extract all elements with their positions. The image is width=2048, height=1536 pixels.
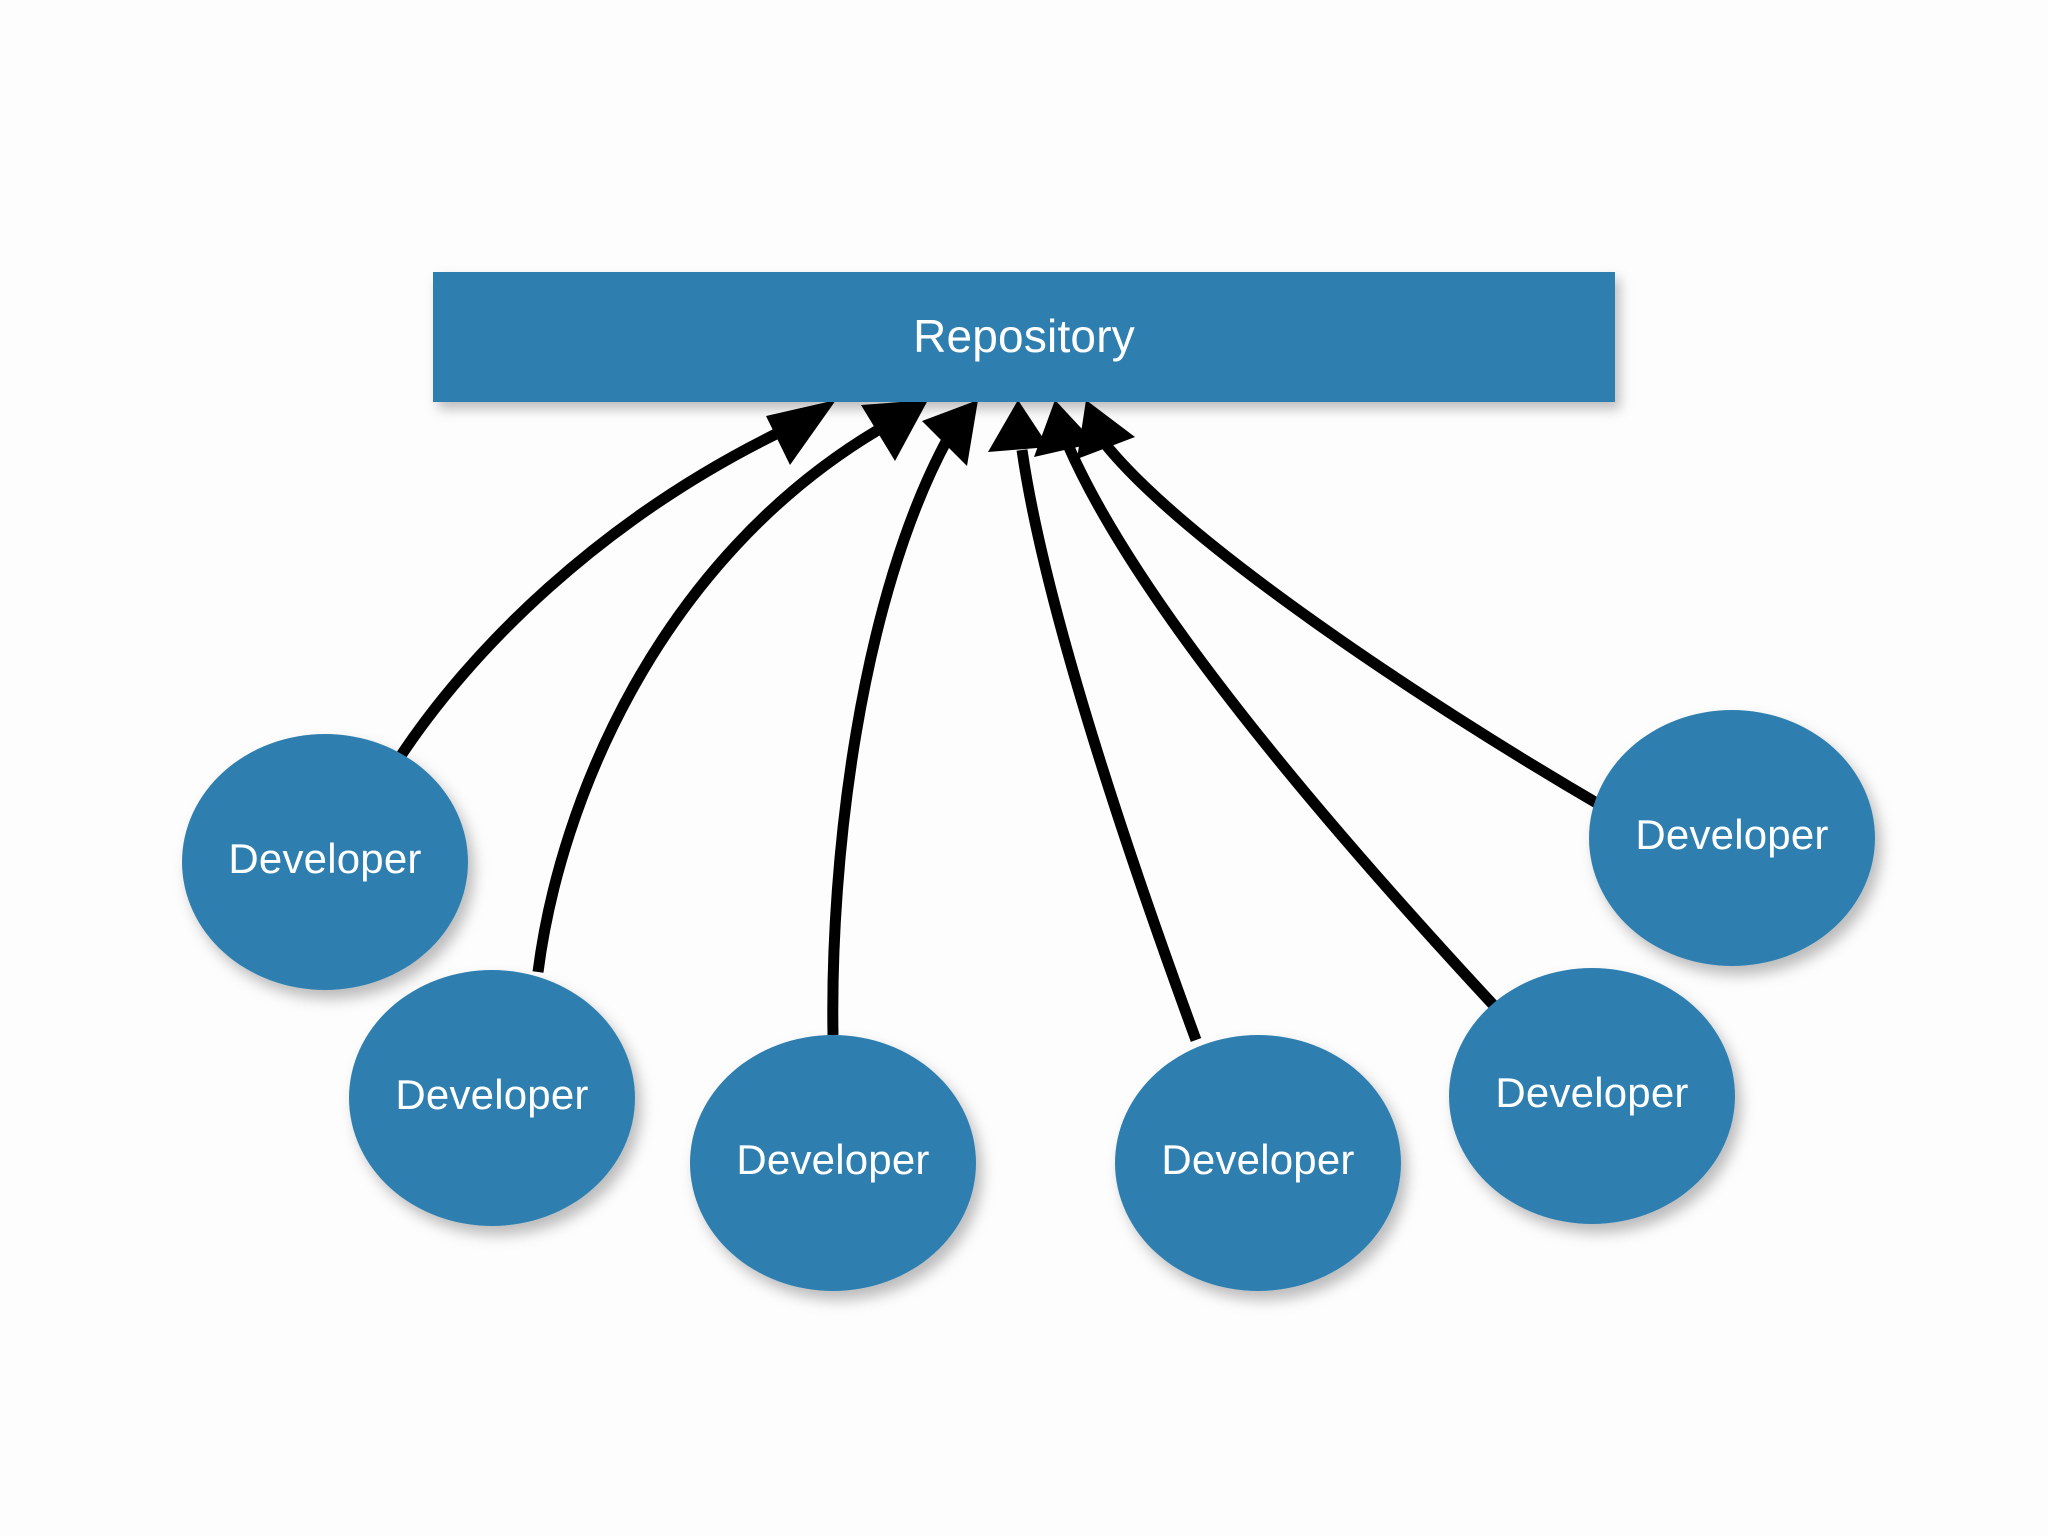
edge-curve xyxy=(1016,449,1202,1042)
arrowhead-icon xyxy=(988,400,1049,452)
developer-node-6[interactable]: Developer xyxy=(1589,710,1875,966)
developer-ellipse[interactable] xyxy=(690,1035,976,1291)
edge-developer-1-to-repository xyxy=(393,400,836,764)
developer-node-5[interactable]: Developer xyxy=(1449,968,1735,1224)
arrowhead-icon xyxy=(922,400,978,466)
developer-label: Developer xyxy=(1495,1069,1688,1116)
arrowhead-icon xyxy=(1077,400,1135,459)
developer-node-2[interactable]: Developer xyxy=(349,970,635,1226)
developer-label: Developer xyxy=(228,835,421,882)
repository-label: Repository xyxy=(913,310,1135,362)
developer-ellipse[interactable] xyxy=(182,734,468,990)
developer-ellipse[interactable] xyxy=(1589,710,1875,966)
arrowhead-icon xyxy=(766,400,836,465)
arrowhead-icon xyxy=(861,400,928,461)
developer-node-1[interactable]: Developer xyxy=(182,734,468,990)
developer-ellipse[interactable] xyxy=(1115,1035,1401,1291)
edge-developer-6-to-repository xyxy=(1077,400,1603,810)
developer-label: Developer xyxy=(395,1071,588,1118)
developer-node-4[interactable]: Developer xyxy=(1115,1035,1401,1291)
edge-developer-3-to-repository xyxy=(827,400,978,1036)
developer-label: Developer xyxy=(1635,811,1828,858)
developer-ellipse[interactable] xyxy=(1449,968,1735,1224)
edge-developer-2-to-repository xyxy=(532,400,928,973)
repository-bar[interactable] xyxy=(433,272,1615,402)
edge-curve xyxy=(393,427,783,764)
developer-nodes-group: Developer Developer Developer Developer … xyxy=(182,710,1875,1291)
repository-node[interactable]: Repository xyxy=(433,272,1615,402)
developer-node-3[interactable]: Developer xyxy=(690,1035,976,1291)
edge-developer-4-to-repository xyxy=(988,400,1202,1042)
edge-curve xyxy=(827,435,953,1036)
edge-curve xyxy=(1097,436,1603,810)
edge-curve xyxy=(1062,442,1503,1014)
developer-label: Developer xyxy=(1161,1136,1354,1183)
developer-label: Developer xyxy=(736,1136,929,1183)
edges-group xyxy=(393,400,1603,1042)
developer-ellipse[interactable] xyxy=(349,970,635,1226)
edge-curve xyxy=(532,425,881,973)
